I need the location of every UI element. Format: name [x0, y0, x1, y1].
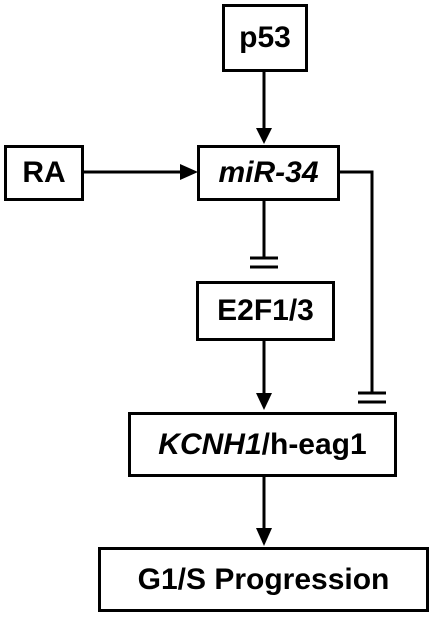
edge-p53-to-mir34 [256, 70, 272, 144]
node-kcnh1: KCNH1/h-eag1 [128, 412, 397, 477]
node-e2f: E2F1/3 [196, 281, 335, 341]
edge-mir34-inhibits-e2f [250, 199, 278, 269]
edge-ra-to-mir34 [82, 164, 198, 180]
node-g1s-label: G1/S Progression [137, 562, 390, 596]
node-kcnh1-rest-label: /h-eag1 [261, 427, 367, 461]
node-mir34-label: miR-34 [218, 156, 319, 189]
arrowhead-icon [256, 128, 272, 144]
node-mir34: miR-34 [197, 145, 340, 201]
node-g1s: G1/S Progression [98, 547, 429, 612]
arrowhead-icon [256, 393, 272, 410]
node-ra-label: RA [22, 156, 66, 189]
node-p53-label: p53 [239, 21, 291, 54]
node-ra: RA [4, 145, 84, 201]
node-p53: p53 [222, 4, 308, 72]
arrowhead-icon [180, 164, 198, 180]
edge-kcnh1-to-g1s [256, 475, 272, 546]
edge-mir34-inhibits-kcnh1 [338, 170, 386, 404]
arrowhead-icon [256, 528, 272, 546]
edge-e2f-to-kcnh1 [256, 339, 272, 410]
node-e2f-label: E2F1/3 [217, 294, 314, 327]
node-kcnh1-gene-label: KCNH1 [158, 427, 262, 461]
